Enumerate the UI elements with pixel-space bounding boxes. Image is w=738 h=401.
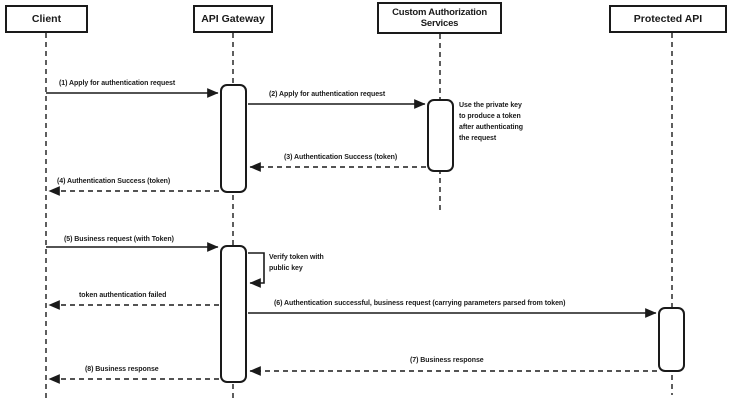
- actor-box-api-gateway: API Gateway: [193, 5, 273, 33]
- message-label-4: (4) Authentication Success (token): [57, 178, 171, 185]
- message-label-2: (2) Apply for authentication request: [269, 91, 386, 98]
- actor-label-client: Client: [31, 12, 62, 25]
- message-label-7: (7) Business response: [410, 357, 484, 364]
- activation-bar-custom-authorization-services: [427, 99, 454, 172]
- actor-label-api-gateway: API Gateway: [201, 12, 265, 25]
- message-arrow-self-verify-token: [248, 252, 265, 288]
- message-label-self-verify-token: Verify token with public key: [269, 254, 324, 272]
- message-label-6: (6) Authentication successful, business …: [274, 300, 566, 307]
- message-label-1: (1) Apply for authentication request: [59, 80, 176, 87]
- actor-label-custom-authorization-services: Custom Authorization Services: [392, 6, 487, 29]
- activation-bar-protected-api: [658, 307, 685, 372]
- note-private-key-token: Use the private key to produce a token a…: [459, 102, 523, 142]
- message-label-3: (3) Authentication Success (token): [284, 154, 398, 161]
- actor-box-client: Client: [5, 5, 88, 33]
- activation-bar-api-gateway-2: [220, 245, 247, 383]
- actor-label-protected-api: Protected API: [633, 12, 703, 25]
- actor-box-custom-authorization-services: Custom Authorization Services: [377, 2, 502, 34]
- actor-box-protected-api: Protected API: [609, 5, 727, 33]
- message-label-5: (5) Business request (with Token): [64, 236, 174, 243]
- message-label-8: (8) Business response: [85, 366, 159, 373]
- activation-bar-api-gateway-1: [220, 84, 247, 193]
- message-label-token-failed: token authentication failed: [79, 292, 167, 299]
